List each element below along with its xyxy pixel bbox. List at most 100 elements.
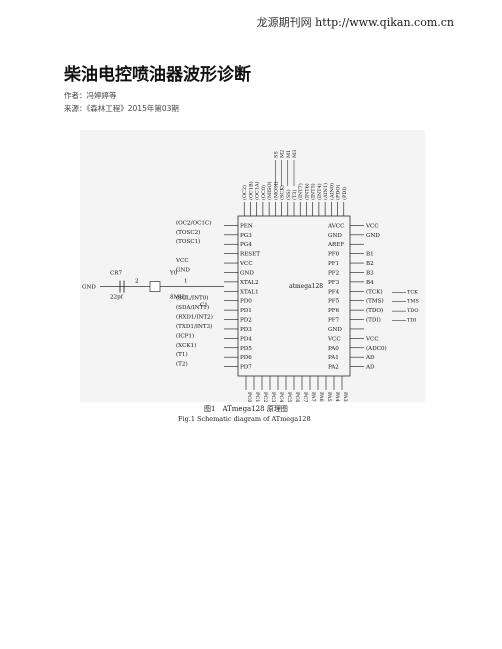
pin-function-right: B3 bbox=[366, 270, 374, 276]
pin-name-right: AVCC bbox=[327, 223, 344, 229]
site-name: 龙源期刊网 bbox=[256, 16, 312, 29]
pin-function-top: (INT7) bbox=[297, 183, 304, 200]
pin-name-left: PG4 bbox=[240, 242, 252, 248]
pin-function-left: (SDA/INT1) bbox=[176, 304, 209, 311]
pin-name-right: AREF bbox=[327, 242, 344, 248]
pin-name-left: XTAL1 bbox=[240, 289, 259, 295]
pin-name-left: PD4 bbox=[240, 336, 252, 342]
pin-function-top: (INT5) bbox=[310, 183, 317, 200]
pin-function-left: (OC2/OC1C) bbox=[176, 219, 211, 226]
net-label: M1 bbox=[286, 150, 292, 158]
pin-function-right: (ADC0) bbox=[366, 345, 387, 352]
pin-function-top: (T3) bbox=[291, 190, 298, 200]
pin-function-left: (T1) bbox=[176, 351, 188, 358]
pin-name-right: PF2 bbox=[328, 270, 340, 276]
pin-name-right: GND bbox=[328, 327, 342, 333]
pin-name-bottom: PA3 bbox=[342, 392, 348, 402]
pin-name-right: PA0 bbox=[328, 346, 339, 352]
pin-function-top: (OC0) bbox=[260, 185, 267, 200]
pin-function-left: (T2) bbox=[176, 361, 188, 368]
pin-function-right: GND bbox=[366, 233, 380, 239]
pin-name-left: PD3 bbox=[240, 327, 252, 333]
pin-function-top: (SS) bbox=[285, 189, 292, 200]
pin-name-right: PF1 bbox=[328, 261, 339, 267]
pin-name-bottom: PC2 bbox=[262, 392, 268, 402]
crystal-symbol bbox=[149, 281, 161, 292]
pin-function-top: (AIN0) bbox=[328, 183, 335, 200]
pin-function-right: B1 bbox=[366, 252, 374, 258]
pin-name-left: PD6 bbox=[240, 355, 252, 361]
pin-function-top: (MISO) bbox=[266, 181, 273, 200]
pin-function-top: (INT6) bbox=[303, 183, 310, 200]
gnd-label: GND bbox=[82, 285, 96, 291]
pin-name-left: PD2 bbox=[240, 318, 252, 324]
pin-function-right: (TDO) bbox=[366, 307, 383, 314]
pin-name-right: PF6 bbox=[328, 308, 340, 314]
pin-function-left: (SCL/INT0) bbox=[176, 295, 208, 302]
pin-function-right: (TMS) bbox=[366, 298, 384, 305]
pin-name-left: PD7 bbox=[240, 365, 252, 371]
pin-name-left: PD0 bbox=[240, 299, 252, 305]
cap-value: 22pf bbox=[110, 295, 124, 301]
pin-name-right: PF0 bbox=[328, 252, 340, 258]
cap-ref: CR7 bbox=[110, 271, 122, 277]
pin-name-bottom: PC0 bbox=[246, 392, 252, 402]
pin-function-top: (MOSI) bbox=[272, 181, 279, 200]
pin-name-right: PF4 bbox=[328, 289, 340, 295]
pin-function-top: (PDO) bbox=[335, 185, 342, 200]
pin-name-left: PD5 bbox=[240, 346, 252, 352]
pin-function-left: (ICP1) bbox=[176, 332, 194, 339]
pin-name-bottom: PC6 bbox=[294, 392, 300, 402]
node-label: 2 bbox=[135, 279, 139, 285]
net-label: TMS bbox=[407, 299, 419, 305]
schematic-diagram: atmega128PEN(OC2/OC1C)PG3(TOSC2)PG4(TOSC… bbox=[82, 150, 419, 402]
pin-function-right: VCC bbox=[365, 336, 379, 342]
article-author: 作者：冯婷婷等 bbox=[64, 91, 117, 100]
pin-name-bottom: PC1 bbox=[254, 392, 260, 402]
cap-ref: C1 bbox=[200, 303, 208, 309]
figure-caption-en: Fig.1 Schematic diagram of ATmega128 bbox=[178, 415, 311, 423]
pin-name-right: GND bbox=[328, 233, 342, 239]
net-label: TCK bbox=[407, 289, 418, 295]
article-source: 来源：《森林工程》2015年第03期 bbox=[64, 104, 179, 113]
site-header: 龙源期刊网 http://www.qikan.com.cn bbox=[257, 14, 454, 30]
site-url[interactable]: http://www.qikan.com.cn bbox=[315, 16, 454, 29]
pin-name-left: GND bbox=[240, 270, 254, 276]
pin-function-top: (OC1B) bbox=[247, 181, 254, 200]
pin-name-left: XTAL2 bbox=[240, 280, 259, 286]
pin-name-bottom: PA5 bbox=[326, 392, 332, 402]
pin-name-left: PG3 bbox=[240, 233, 252, 239]
pin-function-left: GND bbox=[176, 267, 190, 273]
pin-function-top: (OC1A) bbox=[254, 181, 261, 200]
pin-name-bottom: PA6 bbox=[318, 392, 324, 402]
pin-name-bottom: PC7 bbox=[302, 392, 308, 402]
pin-function-top: (OC2) bbox=[241, 185, 248, 200]
pin-function-right: VCC bbox=[365, 223, 379, 229]
pin-name-bottom: PA7 bbox=[310, 392, 316, 402]
pin-function-left: (TOSC1) bbox=[176, 238, 200, 245]
pin-name-bottom: PC4 bbox=[278, 392, 284, 402]
pin-function-right: B4 bbox=[366, 280, 374, 286]
net-label: TDI bbox=[407, 318, 416, 324]
crystal-value: 8MHz bbox=[170, 295, 187, 301]
pin-function-top: (PDI) bbox=[341, 187, 348, 200]
pin-function-top: (AIN1) bbox=[322, 183, 329, 200]
pin-function-top: (SCK) bbox=[279, 185, 286, 200]
pin-name-left: VCC bbox=[239, 261, 253, 267]
pin-name-left: PEN bbox=[240, 223, 253, 229]
pin-function-left: (XCK1) bbox=[176, 342, 196, 349]
net-label: M3 bbox=[292, 150, 298, 158]
net-label: SS bbox=[273, 151, 279, 158]
pin-function-left: (TXD1/INT3) bbox=[176, 323, 212, 330]
pin-name-right: PF5 bbox=[328, 299, 340, 305]
net-label: M2 bbox=[280, 150, 286, 158]
pin-name-right: PF7 bbox=[328, 318, 340, 324]
pin-function-left: VCC bbox=[175, 258, 189, 264]
pin-name-bottom: PC5 bbox=[286, 392, 292, 402]
pin-function-left: (RXD1/INT2) bbox=[176, 314, 213, 321]
pin-function-right: AD bbox=[365, 365, 375, 371]
pin-name-bottom: PA4 bbox=[334, 392, 340, 402]
pin-name-left: PD1 bbox=[240, 308, 252, 314]
article-title: 柴油电控喷油器波形诊断 bbox=[64, 65, 251, 85]
chip-name: atmega128 bbox=[289, 283, 323, 290]
